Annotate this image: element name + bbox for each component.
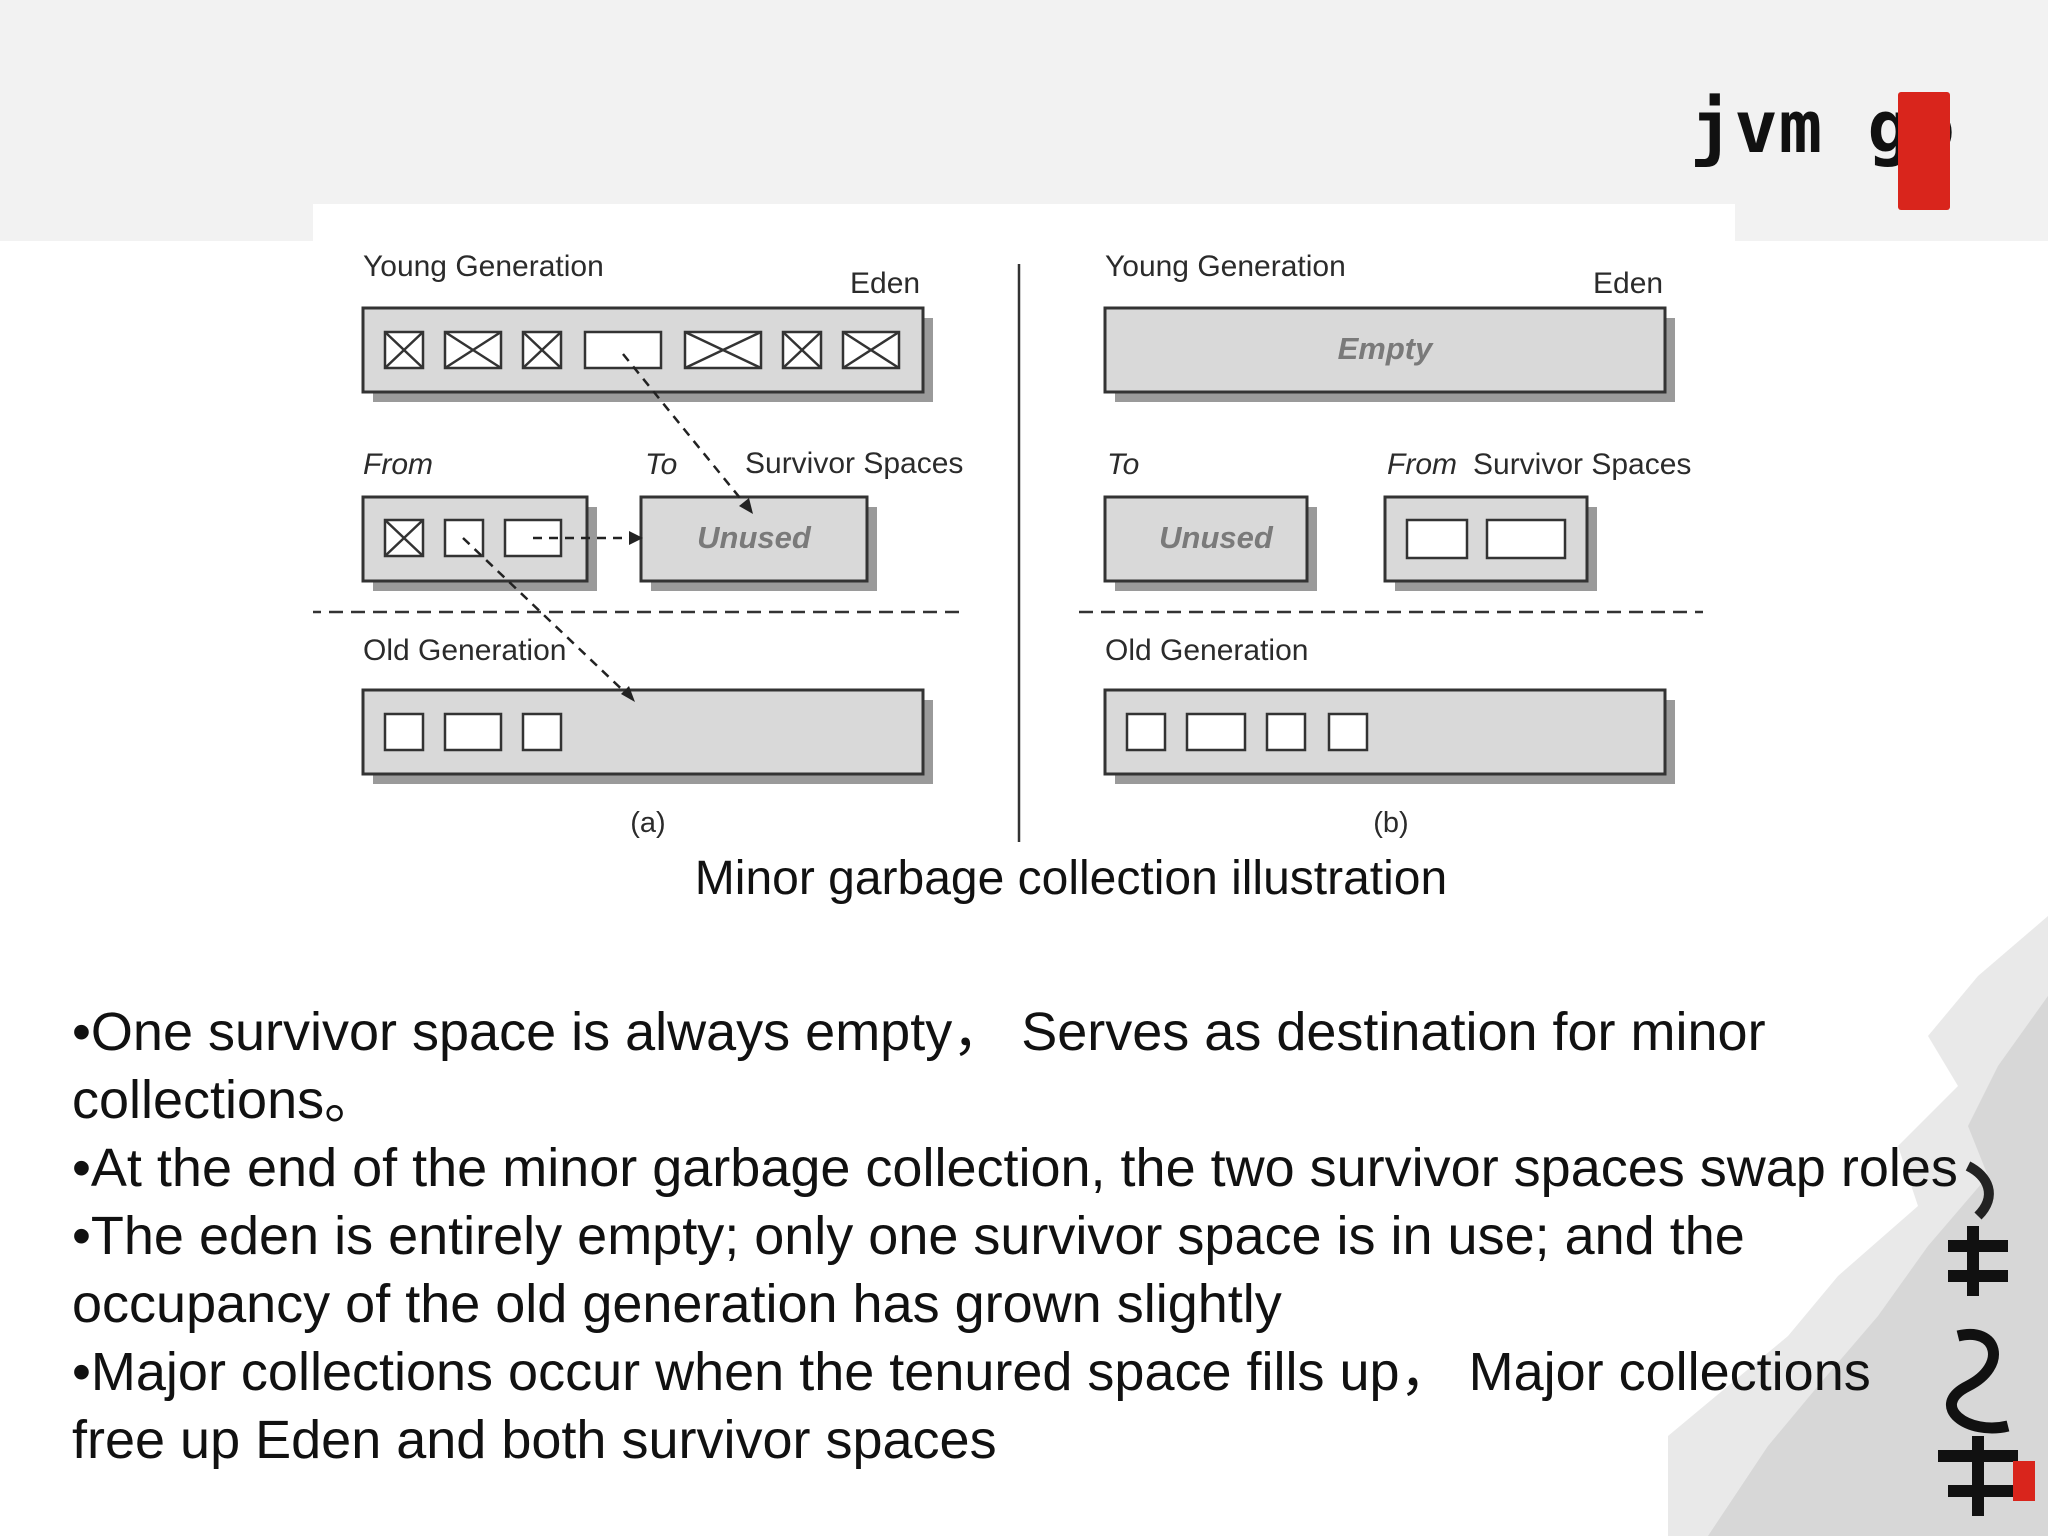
brand-seal-icon	[1898, 92, 1950, 210]
eden-label: Eden	[850, 267, 920, 300]
ink-landscape-icon	[1668, 916, 2048, 1536]
eden-dead-object-cross	[522, 331, 562, 369]
from-live-object	[1485, 518, 1567, 560]
arrow-head-icon	[621, 686, 635, 702]
bullet-item: •At the end of the minor garbage collect…	[72, 1138, 1958, 1198]
unused-label: Unused	[697, 520, 812, 555]
from-label: From	[363, 448, 433, 481]
eden-objects	[383, 330, 901, 370]
from-dead-object-cross	[384, 519, 424, 557]
eden-dead-object-cross	[842, 330, 900, 370]
header-band	[0, 0, 2048, 241]
eden-to-survivor-arrow	[622, 353, 754, 515]
old-object	[1185, 712, 1247, 752]
panel-a-label: (a)	[630, 807, 665, 839]
arrow-head-icon	[739, 498, 753, 514]
eden-region	[1103, 306, 1667, 394]
young-generation-label: Young Generation	[363, 250, 604, 283]
old-generation-objects	[383, 712, 563, 752]
panel-b-label: (b)	[1373, 807, 1408, 839]
copy-arrows	[462, 353, 754, 701]
gc-diagram-figure: Young Generation Eden From To	[313, 204, 1735, 864]
to-space	[1103, 495, 1309, 583]
old-object	[1265, 712, 1307, 752]
bullet-item: •The eden is entirely empty; only one su…	[72, 1206, 1745, 1334]
old-generation-label: Old Generation	[363, 634, 566, 667]
old-object	[1327, 712, 1369, 752]
eden-dead-object-cross	[782, 331, 822, 369]
panel-b: Young Generation Eden Empty To From Surv…	[1079, 250, 1703, 839]
from-live-object	[1405, 518, 1469, 560]
to-space	[639, 495, 869, 583]
young-generation-label: Young Generation	[1105, 250, 1346, 283]
old-generation-label: Old Generation	[1105, 634, 1308, 667]
eden-label: Eden	[1593, 267, 1663, 300]
panel-a: Young Generation Eden From To	[313, 250, 965, 839]
eden-live-object	[583, 330, 663, 370]
survivor-spaces-label: Survivor Spaces	[745, 447, 963, 480]
to-label: To	[645, 448, 677, 481]
unused-label: Unused	[1159, 520, 1274, 555]
from-label: From	[1387, 448, 1457, 481]
survivor-spaces-label: Survivor Spaces	[1473, 448, 1691, 481]
figure-caption: Minor garbage collection illustration	[694, 852, 1448, 905]
old-object	[443, 712, 503, 752]
arrow-head-icon	[629, 531, 643, 545]
empty-label: Empty	[1338, 331, 1435, 366]
eden-dead-object-cross	[444, 330, 502, 370]
eden-dead-object-cross	[684, 330, 762, 370]
arrow-heads	[621, 498, 753, 702]
bullet-item: •One survivor space is always empty， Ser…	[72, 1002, 1766, 1130]
bullet-list: •One survivor space is always empty， Ser…	[72, 998, 1972, 1474]
to-label: To	[1107, 448, 1139, 481]
bullet-item: •Major collections occur when the tenure…	[72, 1342, 1871, 1470]
from-space-objects	[1405, 518, 1567, 560]
old-generation-objects	[1125, 712, 1369, 752]
old-object	[521, 712, 563, 752]
gc-diagram: Young Generation Eden From To	[313, 250, 1703, 842]
old-object	[383, 712, 425, 752]
from-to-old-arrow	[462, 537, 634, 701]
eden-dead-object-cross	[384, 331, 424, 369]
old-object	[1125, 712, 1167, 752]
